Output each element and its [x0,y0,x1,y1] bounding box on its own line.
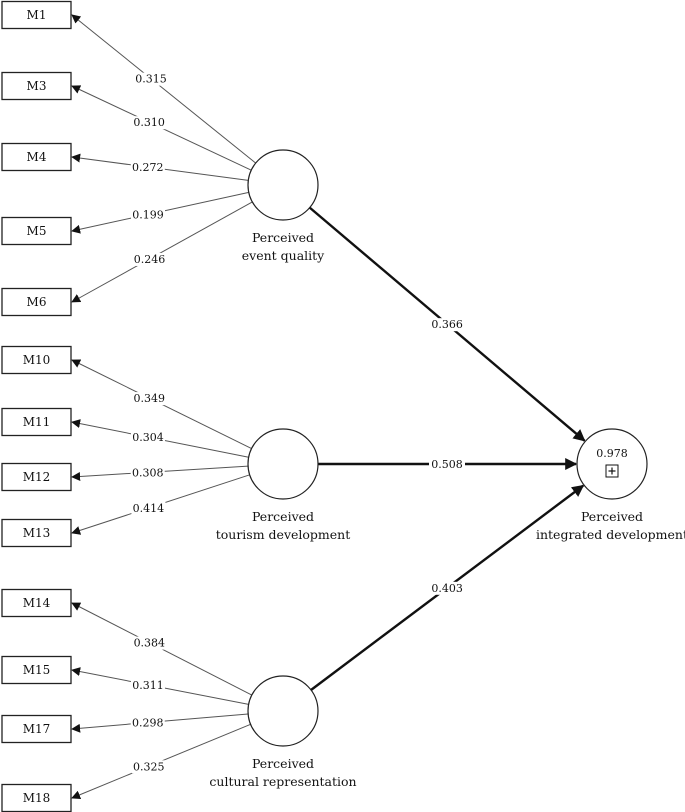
construct-label-line2: cultural representation [209,774,356,789]
construct-tourism-development [247,428,319,500]
construct-label-line2: event quality [242,248,325,263]
indicator-box-m17 [1,714,72,744]
weight-label-bg [132,392,167,406]
construct-event-quality [247,149,319,221]
path-label-bg [429,318,466,332]
outer-weight-arrow [71,201,253,303]
indicator-box-m12 [1,462,72,492]
outer-weight-value: 0.304 [132,431,164,444]
path-coefficient: 0.366 [431,318,463,331]
indicator-label: M5 [27,224,47,238]
outer-weight-value: 0.315 [135,73,167,86]
indicator-box-m10 [1,345,72,375]
indicator-box-m3 [1,71,72,101]
indicator-label: M4 [27,150,47,164]
indicator-label: M18 [23,791,51,805]
indicator-label: M11 [23,415,51,429]
outer-weight-value: 0.308 [132,466,164,479]
outer-weight-arrow [71,14,257,164]
weight-label-bg [130,716,165,730]
indicator-label: M1 [27,8,47,22]
weight-label-bg [131,208,166,222]
construct-label-line1: Perceived [252,509,314,524]
indicator-label: M12 [23,470,51,484]
indicator-label: M15 [23,663,51,677]
outer-weight-value: 0.349 [133,392,165,405]
indicator-label: M14 [23,596,51,610]
indicator-label: M13 [23,526,51,540]
weight-label-bg [133,72,168,86]
outer-weight-value: 0.325 [133,760,165,773]
construct-label-line2: tourism development [216,527,351,542]
construct-label-line1: Perceived [581,509,643,524]
indicator-box-m1 [1,0,72,30]
indicator-box-m14 [1,588,72,618]
outer-weight-value: 0.199 [132,208,164,221]
path-label-bg [429,458,465,471]
outer-weight-value: 0.272 [132,161,164,174]
weight-label-bg [132,636,167,650]
indicator-label: M3 [27,79,47,93]
indicator-box-m6 [1,287,72,317]
indicator-label: M17 [23,722,51,736]
indicator-box-m15 [1,655,72,685]
path-coefficient: 0.403 [431,582,463,595]
outer-weight-value: 0.414 [133,502,165,515]
construct-cultural-representation [247,675,319,747]
indicator-label: M10 [23,353,51,367]
weight-label-bg [131,501,166,515]
construct-label-line2: integrated development [536,527,685,542]
weight-label-bg [130,466,165,480]
outer-weight-value: 0.311 [132,679,164,692]
construct-integrated-development [576,428,648,500]
outer-weight-value: 0.384 [134,637,166,650]
construct-label-line1: Perceived [252,756,314,771]
indicator-label: M6 [27,295,47,309]
outer-weight-value: 0.310 [133,116,165,129]
weight-label-bg [130,678,165,692]
outer-weight-value: 0.246 [134,253,166,266]
weight-label-bg [132,116,167,130]
path-label-bg [429,581,466,595]
indicator-box-m5 [1,216,72,246]
weight-label-bg [130,431,165,445]
outer-weight-value: 0.298 [132,717,164,730]
indicator-box-m13 [1,518,72,548]
weight-label-bg [131,760,166,774]
expand-plus-icon[interactable] [605,464,619,478]
path-coefficient: 0.508 [431,458,463,471]
indicator-box-m11 [1,407,72,437]
construct-label-line1: Perceived [252,230,314,245]
indicator-box-m4 [1,142,72,172]
weight-label-bg [132,252,167,266]
weight-label-bg [130,161,165,175]
r-squared-value: 0.978 [596,447,628,460]
